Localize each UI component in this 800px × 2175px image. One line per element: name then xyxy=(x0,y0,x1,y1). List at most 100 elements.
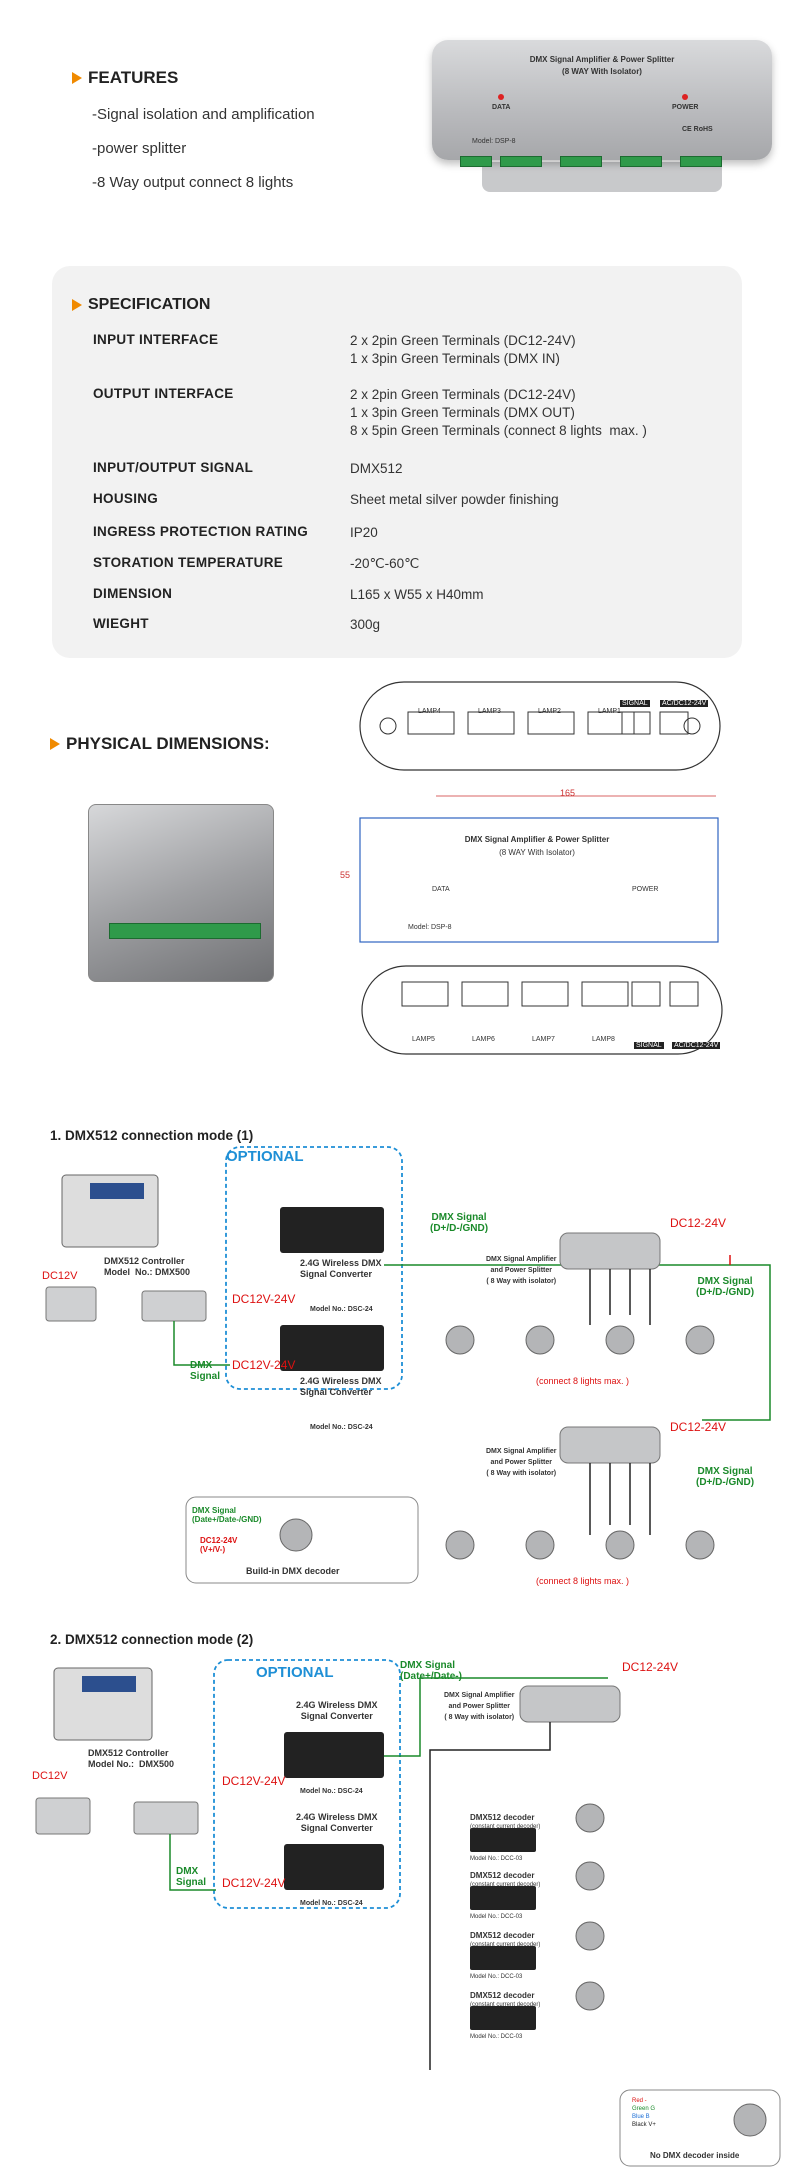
panel-model-label: Model: DSP-8 xyxy=(408,924,452,931)
dc-converter-label: DC12V-24V xyxy=(222,1876,286,1890)
decoders xyxy=(470,1828,536,2030)
converter-image xyxy=(280,1207,384,1253)
device-model: Model: DSP-8 xyxy=(472,138,516,145)
top-view-outline xyxy=(359,681,721,771)
dmx-wire xyxy=(169,1834,216,1891)
mode1-diagram xyxy=(45,1146,771,1584)
specification-panel xyxy=(52,266,742,658)
spec-value: 2 x 2pin Green Terminals (DC12-24V) 1 x … xyxy=(350,387,647,438)
panel-power-label: POWER xyxy=(632,886,659,893)
dmx-wire xyxy=(384,1677,608,1757)
callout-lamp xyxy=(733,2103,767,2137)
width-dimension: 165 xyxy=(560,788,576,798)
panel-title-2: (8 WAY With Isolator) xyxy=(499,848,575,857)
mode2-diagram xyxy=(35,1659,781,2167)
decoder-label: DMX512 decoder xyxy=(470,1991,535,2000)
dmx-signal-line-label: DMX Signal (D+/D-/GND) xyxy=(696,1466,755,1488)
signal-label: SIGNAL xyxy=(634,1042,664,1049)
decoder-sub: (constant current decoder) xyxy=(470,1942,541,1948)
power-input-label: AC/DC12-24V xyxy=(660,700,709,707)
converter-model: Model No.: DSC-24 xyxy=(300,1788,363,1795)
lamp-wires xyxy=(589,1463,651,1535)
dmx-signal-line-label: DMX Signal (D+/D-/GND) xyxy=(430,1212,489,1234)
feature-item: -Signal isolation and amplification xyxy=(92,106,315,123)
dmx-port-box xyxy=(141,1290,207,1322)
spec-value: 2 x 2pin Green Terminals (DC12-24V) 1 x … xyxy=(350,333,576,366)
wire-red: Red - xyxy=(632,2098,647,2104)
lamp-label: LAMP8 xyxy=(592,1036,615,1043)
spec-label: INGRESS PROTECTION RATING xyxy=(93,524,309,539)
spec-value: IP20 xyxy=(350,525,378,540)
optional-label: OPTIONAL xyxy=(256,1664,334,1681)
spec-value: -20℃-60℃ xyxy=(350,556,420,571)
dc-converter-label: DC12V-24V xyxy=(222,1774,286,1788)
front-view-outline xyxy=(359,817,719,943)
mode1-title: 1. DMX512 connection mode (1) xyxy=(50,1128,254,1143)
dc-converter-label: DC12V-24V xyxy=(232,1292,296,1306)
controller-screen xyxy=(82,1676,136,1692)
top-terminals xyxy=(407,711,689,735)
dmx-signal-label: DMX Signal xyxy=(176,1866,207,1888)
dmx-port-box xyxy=(133,1801,199,1835)
callout-text: Build-in DMX decoder xyxy=(246,1566,340,1576)
decoder-model: Model No.: DCC-03 xyxy=(470,1974,523,1980)
dimension-drawings xyxy=(359,681,723,1055)
spec-label: STORATION TEMPERATURE xyxy=(93,555,284,570)
lamp-label: LAMP1 xyxy=(598,708,621,715)
converter-label: 2.4G Wireless DMX Signal Converter xyxy=(300,1258,382,1279)
feature-item: -8 Way output connect 8 lights xyxy=(92,174,294,191)
green-terminal xyxy=(500,156,542,167)
converter-image xyxy=(284,1844,384,1890)
controller-base xyxy=(45,1286,97,1322)
power-input-label: AC/DC12-24V xyxy=(672,1042,721,1049)
optional-label: OPTIONAL xyxy=(226,1148,304,1165)
physical-title: PHYSICAL DIMENSIONS: xyxy=(66,734,270,753)
callout-signal: DMX Signal (Date+/Date-/GND) xyxy=(192,1506,262,1524)
spec-label: WIEGHT xyxy=(93,616,149,631)
spec-title: SPECIFICATION xyxy=(88,296,211,313)
device-marks: CE RoHS xyxy=(682,126,713,133)
spec-label: HOUSING xyxy=(93,491,159,506)
lamp-label: LAMP5 xyxy=(412,1036,435,1043)
amplifier-image xyxy=(519,1685,621,1723)
controller-screen xyxy=(90,1183,144,1199)
dc1224-label: DC12-24V xyxy=(670,1216,727,1230)
dc12v-label: DC12V xyxy=(32,1770,68,1782)
triangle-icon xyxy=(72,299,82,311)
lamp-label: LAMP2 xyxy=(538,708,561,715)
converter-model: Model No.: DSC-24 xyxy=(310,1306,373,1313)
spec-value: L165 x W55 x H40mm xyxy=(350,587,484,602)
decoder-model: Model No.: DCC-03 xyxy=(470,1914,523,1920)
converter-label: 2.4G Wireless DMX Signal Converter xyxy=(296,1812,378,1833)
device-title-2: (8 WAY With Isolator) xyxy=(562,67,642,76)
device-photo xyxy=(88,804,274,982)
bottom-terminals xyxy=(401,981,699,1007)
amplifier-label: DMX Signal Amplifier and Power Splitter … xyxy=(486,1256,557,1285)
optional-box xyxy=(213,1659,401,1909)
features-heading: FEATURES xyxy=(72,68,178,88)
spec-heading: SPECIFICATION xyxy=(72,296,210,314)
amplifier-image xyxy=(559,1426,661,1464)
feature-item: -power splitter xyxy=(92,140,187,157)
dc1224-label: DC12-24V xyxy=(670,1420,727,1434)
decoder-sub: (constant current decoder) xyxy=(470,2002,541,2008)
wire-green: Green G xyxy=(632,2106,656,2112)
decoder-label: DMX512 decoder xyxy=(470,1931,535,1940)
data-led xyxy=(498,94,504,100)
converter-model: Model No.: DSC-24 xyxy=(310,1424,373,1431)
controller-base xyxy=(35,1797,91,1835)
green-terminal xyxy=(620,156,662,167)
terminal-strip xyxy=(109,923,261,939)
wire-blue: Blue B xyxy=(632,2114,650,2120)
spec-label: INPUT INTERFACE xyxy=(93,332,219,347)
converter-label: 2.4G Wireless DMX Signal Converter xyxy=(300,1376,382,1397)
no-decoder-note: No DMX decoder inside xyxy=(650,2151,740,2160)
decoder-sub: (constant current decoder) xyxy=(470,1882,541,1888)
converter-image xyxy=(284,1732,384,1778)
decoder-model: Model No.: DCC-03 xyxy=(470,2034,523,2040)
callout-dc: DC12-24V (V+/V-) xyxy=(200,1536,238,1554)
decoder-label: DMX512 decoder xyxy=(470,1871,535,1880)
height-dimension: 55 xyxy=(340,870,351,880)
device-data-label: DATA xyxy=(492,104,511,111)
device-title-1: DMX Signal Amplifier & Power Splitter xyxy=(529,55,675,64)
